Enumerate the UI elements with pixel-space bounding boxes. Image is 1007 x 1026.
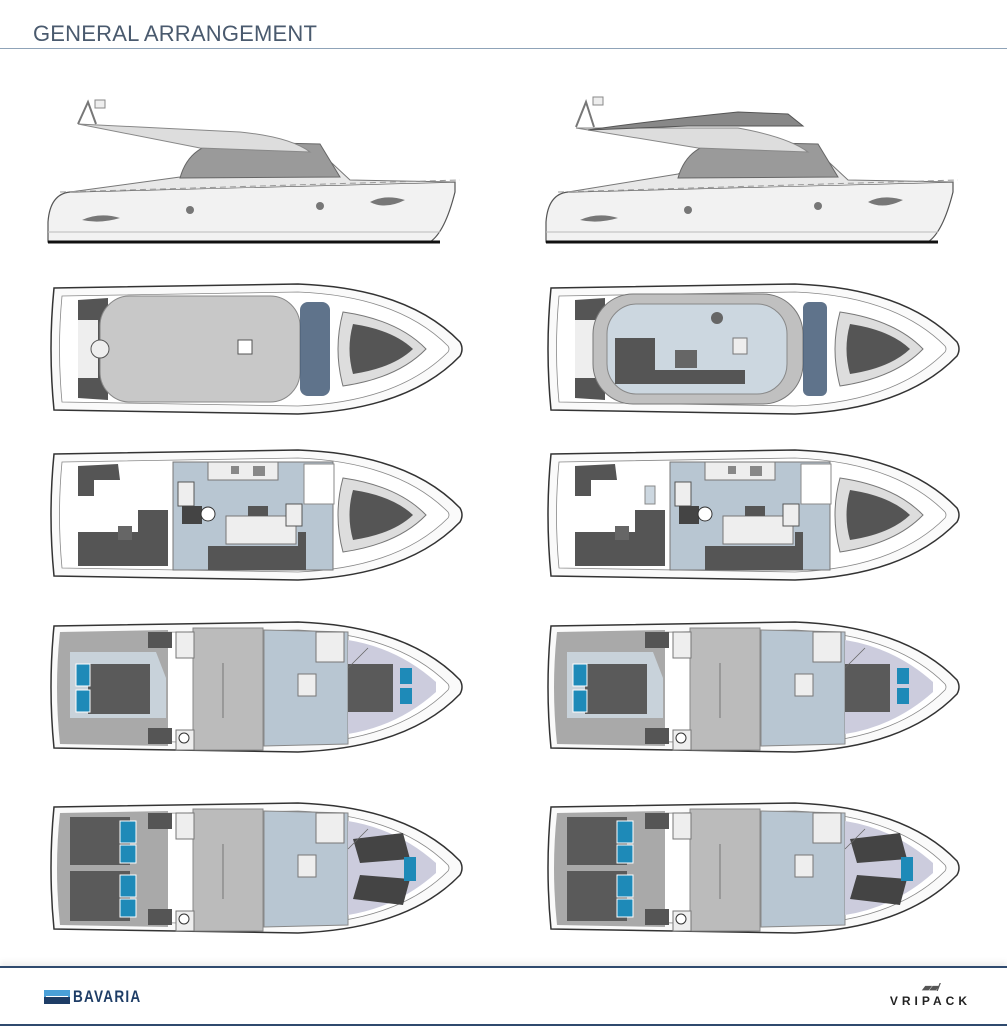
bavaria-logo-text: BAVARIA	[73, 987, 142, 1006]
hardtop-profile-drawing	[47, 99, 461, 244]
lower-deck-plan-2cabin-left	[48, 618, 468, 760]
hardtop-roof-drawing	[50, 283, 463, 415]
footer-bar	[0, 966, 1007, 1026]
vripack-mark-icon: ▰▰/	[921, 982, 940, 994]
page-title: GENERAL ARRANGEMENT	[33, 21, 318, 46]
roof-plan-hardtop	[48, 280, 468, 418]
bavaria-flag-icon	[44, 990, 70, 1004]
two-cabin-layout-drawing	[547, 621, 960, 753]
flybridge-plan	[545, 280, 965, 418]
three-cabin-layout-drawing	[547, 802, 960, 934]
main-deck-drawing	[50, 449, 463, 581]
profile-view-flybridge	[538, 75, 988, 252]
two-cabin-layout-drawing	[50, 621, 463, 753]
profile-view-hardtop	[40, 82, 490, 252]
three-cabin-layout-drawing	[50, 802, 463, 934]
vripack-logo: ▰▰/ VRIPACK	[890, 981, 971, 1008]
main-deck-plan-left	[48, 446, 468, 584]
main-deck-drawing	[547, 449, 960, 581]
vripack-logo-text: VRIPACK	[889, 994, 971, 1008]
title-divider	[0, 48, 1007, 49]
lower-deck-plan-3cabin-right	[545, 799, 965, 941]
main-deck-plan-right	[545, 446, 965, 584]
flybridge-profile-drawing	[545, 96, 959, 244]
lower-deck-plan-2cabin-right	[545, 618, 965, 760]
bavaria-logo: BAVARIA	[44, 987, 158, 1007]
lower-deck-plan-3cabin-left	[48, 799, 468, 941]
flybridge-deck-drawing	[547, 283, 960, 415]
